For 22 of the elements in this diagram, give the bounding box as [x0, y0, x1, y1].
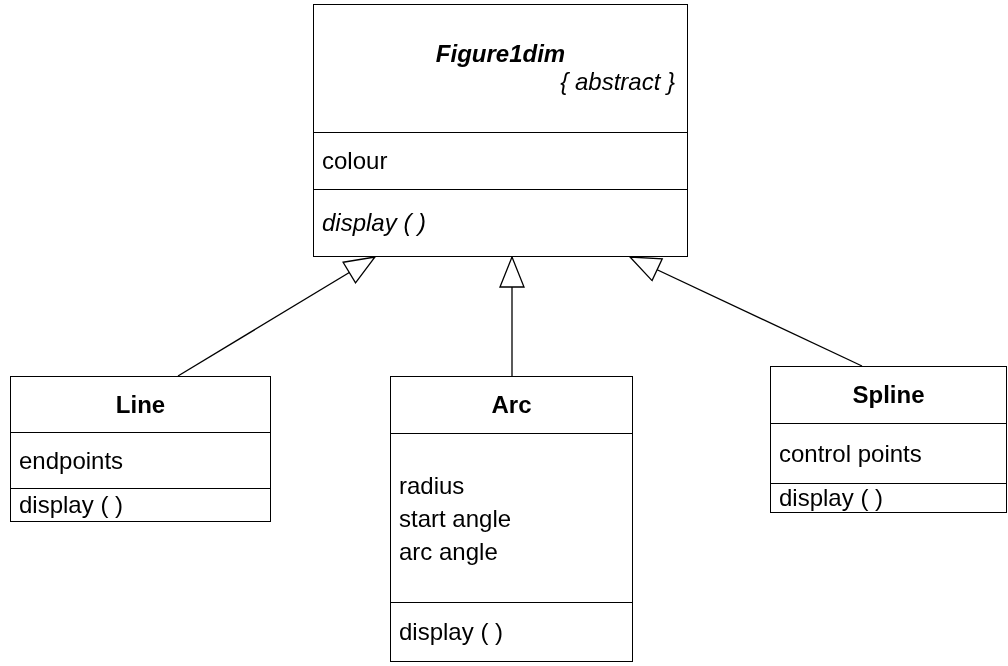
- operation: display ( ): [779, 484, 885, 512]
- attribute: radius: [399, 470, 466, 501]
- class-box: [10, 376, 271, 522]
- attribute: control points: [779, 439, 923, 468]
- class-box: [313, 4, 688, 257]
- generalization-arrow: [499, 256, 525, 377]
- class-box: [390, 376, 633, 662]
- class-name: Figure1dim: [434, 40, 567, 69]
- operation: display ( ): [399, 618, 505, 647]
- generalization-arrow: [629, 256, 863, 367]
- attribute: colour: [322, 146, 389, 175]
- attribute: start angle: [399, 503, 513, 534]
- attribute: endpoints: [19, 446, 125, 475]
- operation: display ( ): [19, 491, 125, 520]
- stereotype: { abstract }: [559, 68, 676, 97]
- attribute: arc angle: [399, 536, 499, 567]
- class-name: Arc: [490, 390, 533, 419]
- class-name: Spline: [851, 381, 926, 409]
- generalization-arrow: [177, 256, 376, 377]
- class-name: Line: [114, 390, 167, 419]
- operation: display ( ): [322, 208, 428, 237]
- class-box: [770, 366, 1007, 513]
